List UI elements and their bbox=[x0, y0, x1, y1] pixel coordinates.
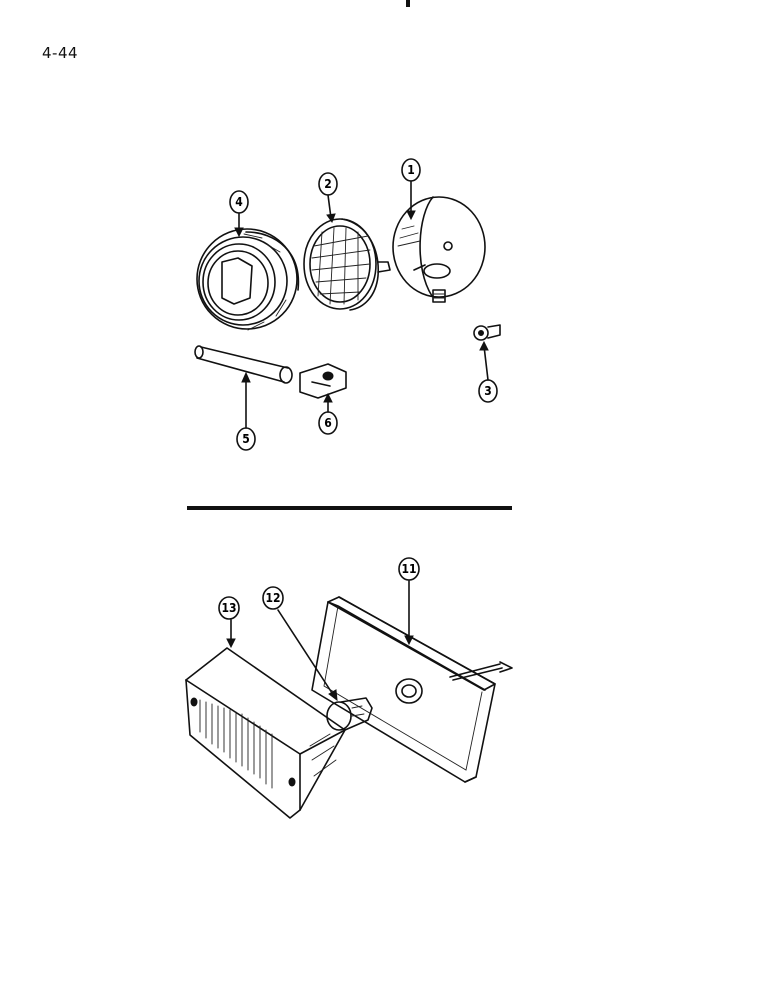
callout-3: 3 bbox=[478, 379, 498, 403]
callout-13-label: 13 bbox=[221, 601, 236, 615]
page-number: 4-44 bbox=[42, 44, 79, 62]
bulb bbox=[326, 697, 373, 731]
callout-2: 2 bbox=[318, 172, 338, 196]
callout-1-label: 1 bbox=[407, 163, 415, 177]
lamp-base-plate bbox=[311, 596, 513, 783]
callout-4-label: 4 bbox=[235, 195, 243, 209]
callout-2-label: 2 bbox=[324, 177, 332, 191]
callout-1: 1 bbox=[401, 158, 421, 182]
sealed-beam-lens bbox=[303, 218, 391, 311]
callout-3-label: 3 bbox=[484, 384, 492, 398]
trim-ring bbox=[196, 228, 300, 331]
section-divider bbox=[187, 506, 512, 510]
callout-leaders-lower bbox=[226, 580, 414, 702]
callout-13: 13 bbox=[218, 596, 240, 620]
callout-leaders-upper bbox=[234, 180, 489, 429]
headlamp-housing bbox=[392, 196, 486, 303]
callout-11-label: 11 bbox=[401, 562, 416, 576]
callout-5: 5 bbox=[236, 427, 256, 451]
callout-12: 12 bbox=[262, 586, 284, 610]
callout-4: 4 bbox=[229, 190, 249, 214]
mounting-tube bbox=[194, 345, 293, 384]
mounting-clamp bbox=[299, 363, 347, 399]
callout-12-label: 12 bbox=[265, 591, 280, 605]
callout-5-label: 5 bbox=[242, 432, 250, 446]
lens bbox=[185, 647, 346, 819]
top-edge-mark bbox=[406, 0, 410, 7]
screw-and-washer bbox=[473, 324, 501, 341]
callout-6: 6 bbox=[318, 411, 338, 435]
callout-6-label: 6 bbox=[324, 416, 332, 430]
callout-11: 11 bbox=[398, 557, 420, 581]
